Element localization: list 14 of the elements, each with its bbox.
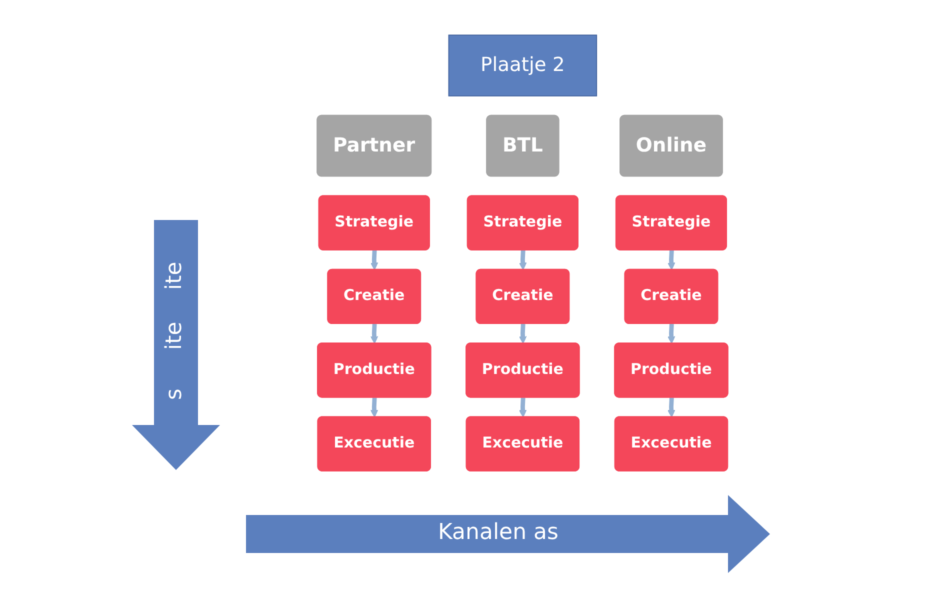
arrow (370, 250, 378, 270)
arrow (518, 398, 527, 418)
arrow (518, 250, 527, 270)
node-box: Plaatje 2 (448, 34, 598, 96)
arrow-text: ite (162, 322, 187, 350)
arrow (668, 250, 676, 270)
arrow (370, 324, 378, 344)
arrow-text: ite (162, 262, 187, 290)
arrow (370, 398, 378, 418)
arrow (668, 398, 676, 418)
arrow-text: s (162, 388, 187, 400)
arrow-label: Kanalen as (438, 520, 558, 545)
arrow (518, 324, 527, 344)
arrow (668, 324, 676, 344)
